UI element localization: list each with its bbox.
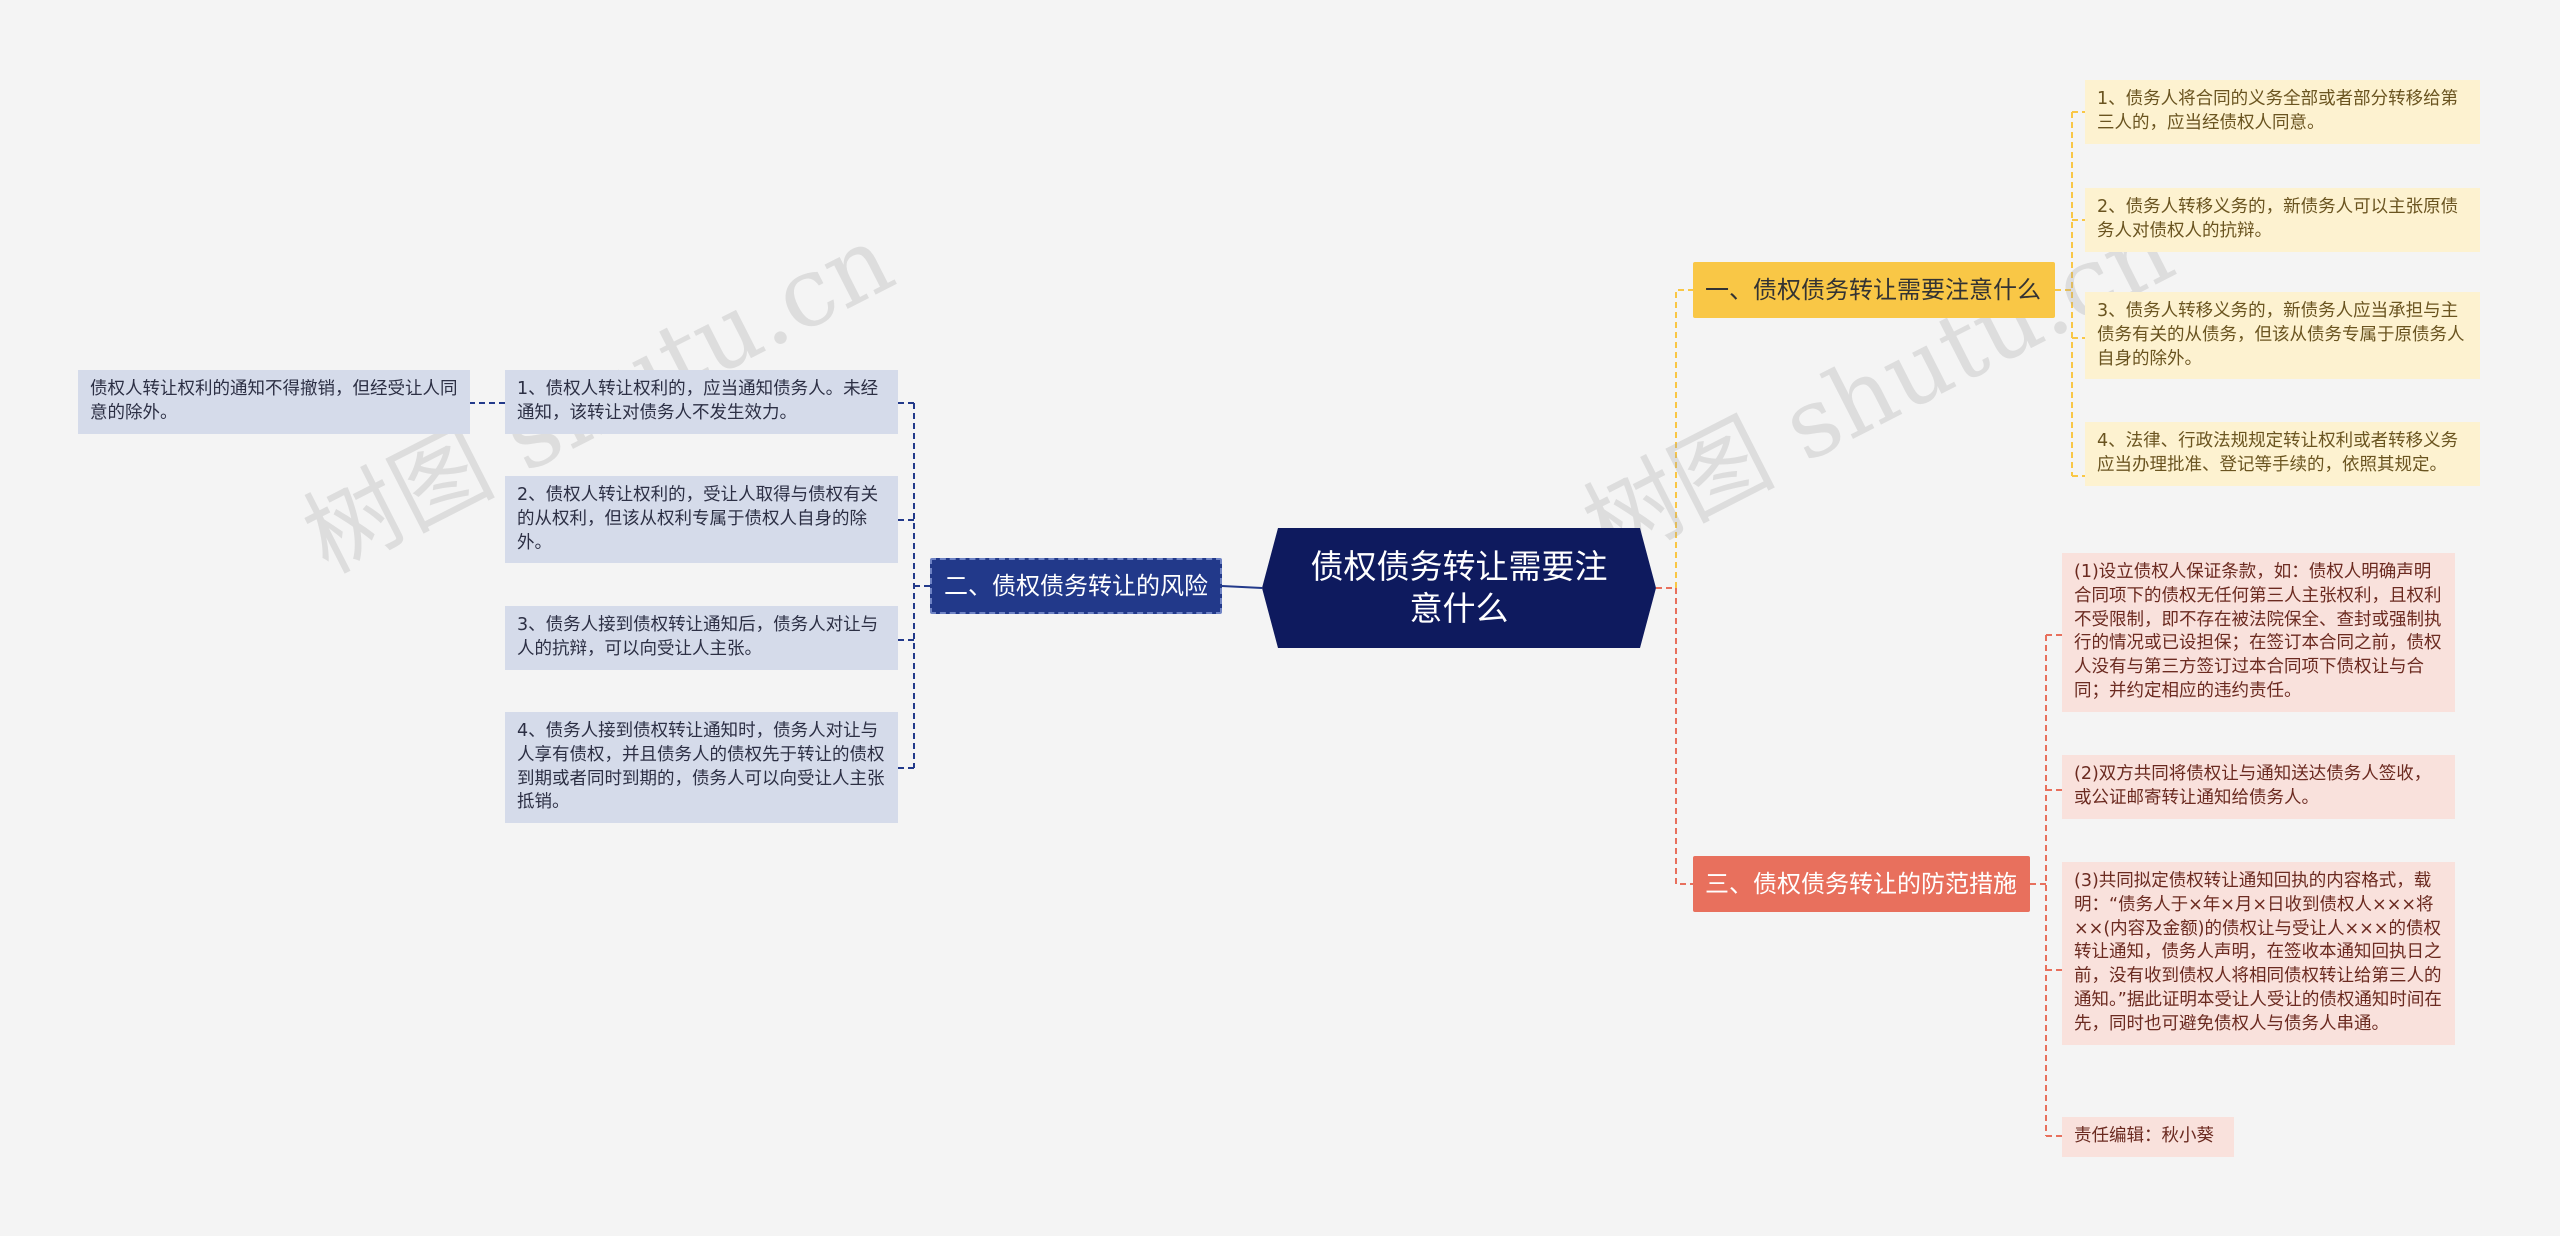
connector-center-b1 [1656,289,1693,589]
precaution-item-1[interactable]: (1)设立债权人保证条款，如：债权人明确声明合同项下的债权无任何第三人主张权利，… [2062,553,2455,712]
precaution-item-2[interactable]: (2)双方共同将债权让与通知送达债务人签收，或公证邮寄转让通知给债务人。 [2062,755,2455,819]
risk-item-4[interactable]: 4、债务人接到债权转让通知时，债务人对让与人享有债权，并且债务人的债权先于转让的… [505,712,898,824]
branch-notes[interactable]: 一、债权债务转让需要注意什么 [1693,262,2055,318]
central-topic-label: 债权债务转让需要注意什么 [1310,547,1608,628]
connector-center-b3 [1656,587,1693,885]
branch-risks-label: 二、债权债务转让的风险 [944,571,1208,600]
risk-item-2[interactable]: 2、债权人转让权利的，受让人取得与债权有关的从权利，但该从权利专属于债权人自身的… [505,476,898,564]
notes-item-1[interactable]: 1、债务人将合同的义务全部或者部分转移给第三人的，应当经债权人同意。 [2085,80,2480,144]
risk-item-1[interactable]: 1、债权人转让权利的，应当通知债务人。未经通知，该转让对债务人不发生效力。 [505,370,898,434]
notes-item-3[interactable]: 3、债务人转移义务的，新债务人应当承担与主债务有关的从债务，但该从债务专属于原债… [2085,292,2480,380]
branch-notes-label: 一、债权债务转让需要注意什么 [1705,275,2041,304]
central-topic[interactable]: 债权债务转让需要注意什么 [1262,528,1656,648]
connector-b1-leaves [2055,111,2085,477]
risk-sub-item[interactable]: 债权人转让权利的通知不得撤销，但经受让人同意的除外。 [78,370,470,434]
connector-center-b2 [1221,585,1263,589]
branch-precautions[interactable]: 三、债权债务转让的防范措施 [1693,856,2030,912]
notes-item-4[interactable]: 4、法律、行政法规规定转让权利或者转移义务应当办理批准、登记等手续的，依照其规定… [2085,422,2480,486]
editor-credit[interactable]: 责任编辑：秋小葵 [2062,1117,2234,1157]
connector-b2-leaves [898,402,930,769]
branch-precautions-label: 三、债权债务转让的防范措施 [1705,869,2017,898]
branch-risks[interactable]: 二、债权债务转让的风险 [930,558,1222,614]
notes-item-2[interactable]: 2、债务人转移义务的，新债务人可以主张原债务人对债权人的抗辩。 [2085,188,2480,252]
connector-b3-leaves [2030,634,2062,1137]
risk-item-3[interactable]: 3、债务人接到债权转让通知后，债务人对让与人的抗辩，可以向受让人主张。 [505,606,898,670]
precaution-item-3[interactable]: (3)共同拟定债权转让通知回执的内容格式，载明：“债务人于×年×月×日收到债权人… [2062,862,2455,1045]
